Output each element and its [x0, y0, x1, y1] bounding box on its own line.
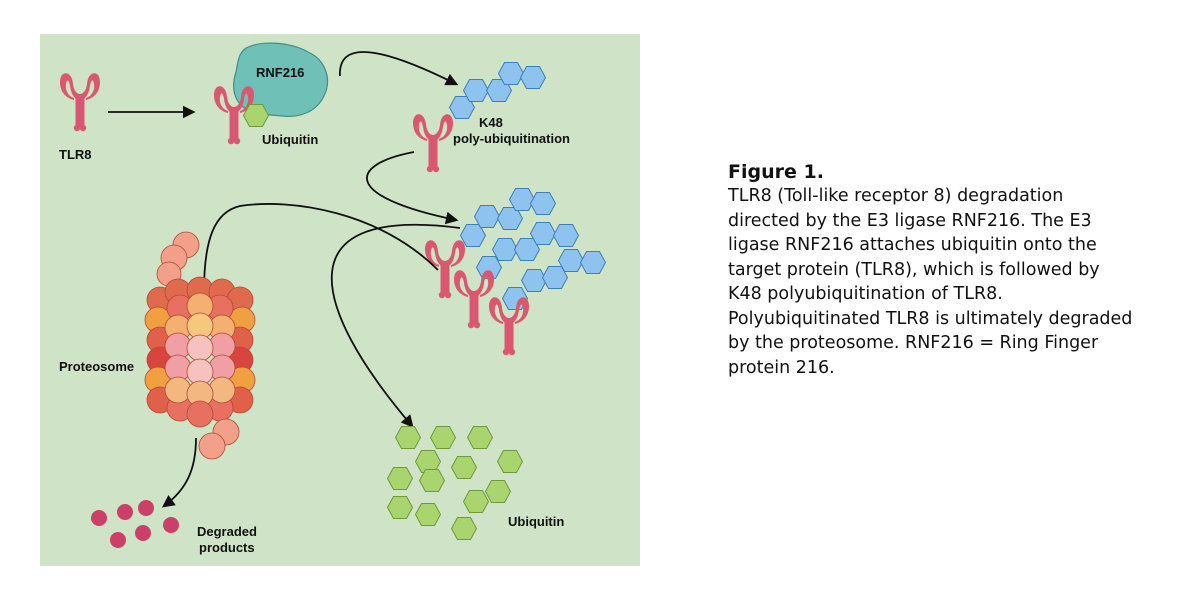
figure-caption: Figure 1. TLR8 (Toll-like receptor 8) de… [728, 160, 1138, 380]
proteosome-label: Proteosome [59, 359, 134, 374]
poly-ubiquitination-label: poly-ubiquitination [453, 131, 570, 146]
proteosome-shape [144, 231, 256, 460]
ubiquitin-hexagon [243, 104, 269, 127]
caption-body: TLR8 (Toll-like receptor 8) degradation … [728, 186, 1133, 378]
arrow-proteosome-to-degraded [161, 437, 197, 508]
k48-label: K48 [479, 115, 503, 130]
degraded-label-line2: products [199, 540, 255, 555]
caption-title: Figure 1. [728, 161, 824, 183]
arrow-poly-to-ubiquitin-pool [330, 223, 461, 428]
tlr8-label: TLR8 [59, 147, 92, 162]
arrow-poly-to-proteosome [197, 203, 439, 295]
ubiquitin-pool-label: Ubiquitin [508, 514, 564, 529]
degraded-label-line1: Degraded [197, 524, 257, 539]
rnf216-label: RNF216 [256, 65, 304, 80]
arrow-rnf216-to-k48 [339, 51, 459, 86]
rnf216-ligase-shape [233, 42, 329, 117]
degraded-products-dots [91, 500, 179, 548]
ubiquitin-small-label: Ubiquitin [262, 132, 318, 147]
arrow-k48-to-poly [366, 151, 459, 225]
diagram-panel [40, 34, 640, 566]
